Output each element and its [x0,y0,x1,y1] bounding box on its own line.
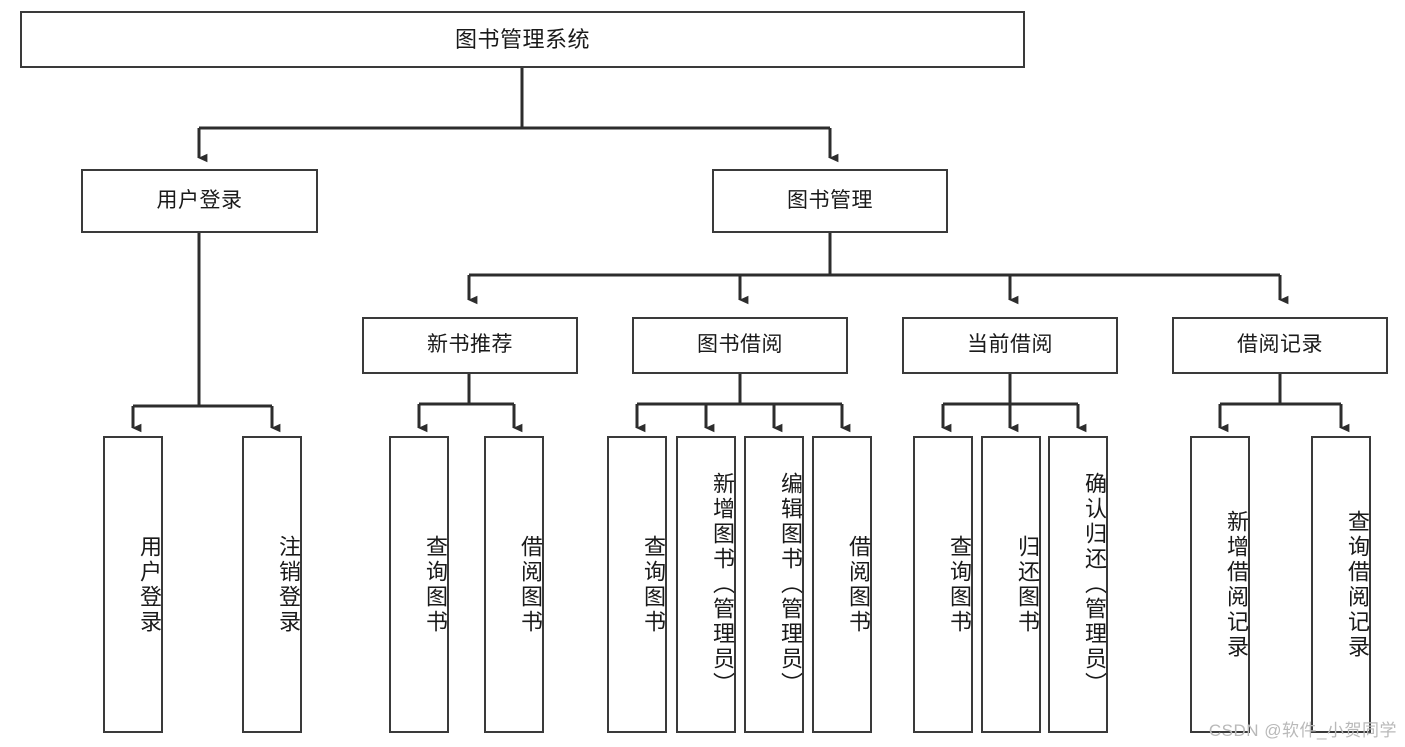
node-leaf-user-login-label: 用户登录 [137,534,162,635]
csdn-watermark: CSDN @软件_小贺同学 [1208,721,1397,740]
node-root-label: 图书管理系统 [454,26,590,52]
node-leaf-query-book-2-label: 查询图书 [641,534,666,635]
node-leaf-confirm-return[interactable]: 确认归还（管理员） [1048,436,1108,733]
node-leaf-borrow-book-2[interactable]: 借阅图书 [812,436,872,733]
node-leaf-confirm-return-label: 确认归还（管理员） [1082,472,1107,697]
node-leaf-query-book-1-label: 查询图书 [423,534,448,635]
node-leaf-borrow-book-1[interactable]: 借阅图书 [484,436,544,733]
node-leaf-return-book[interactable]: 归还图书 [981,436,1041,733]
node-leaf-borrow-book-2-label: 借阅图书 [846,534,871,635]
node-leaf-query-book-3[interactable]: 查询图书 [913,436,973,733]
node-current-borrow[interactable]: 当前借阅 [902,317,1118,374]
node-current-borrow-label: 当前借阅 [967,333,1053,357]
node-leaf-query-book-2[interactable]: 查询图书 [607,436,667,733]
node-leaf-user-login[interactable]: 用户登录 [103,436,163,733]
node-borrow-record[interactable]: 借阅记录 [1172,317,1388,374]
node-book-manage[interactable]: 图书管理 [712,169,948,233]
node-new-book-rec[interactable]: 新书推荐 [362,317,578,374]
node-new-book-rec-label: 新书推荐 [427,333,513,357]
node-borrow-record-label: 借阅记录 [1237,333,1323,357]
node-leaf-add-book[interactable]: 新增图书（管理员） [676,436,736,733]
node-leaf-add-record[interactable]: 新增借阅记录 [1190,436,1250,733]
node-leaf-query-book-1[interactable]: 查询图书 [389,436,449,733]
node-user-login-label: 用户登录 [156,188,243,212]
node-leaf-add-record-label: 新增借阅记录 [1224,509,1249,660]
node-leaf-edit-book-label: 编辑图书（管理员） [778,472,803,697]
node-user-login[interactable]: 用户登录 [81,169,318,233]
node-book-borrow[interactable]: 图书借阅 [632,317,848,374]
node-book-borrow-label: 图书借阅 [697,333,783,357]
node-leaf-add-book-label: 新增图书（管理员） [710,472,735,697]
node-leaf-logout[interactable]: 注销登录 [242,436,302,733]
node-book-manage-label: 图书管理 [787,188,873,212]
node-leaf-query-book-3-label: 查询图书 [947,534,972,635]
node-leaf-query-record[interactable]: 查询借阅记录 [1311,436,1371,733]
node-leaf-query-record-label: 查询借阅记录 [1345,509,1370,660]
node-leaf-logout-label: 注销登录 [276,534,301,635]
node-leaf-edit-book[interactable]: 编辑图书（管理员） [744,436,804,733]
node-leaf-return-book-label: 归还图书 [1015,534,1040,635]
node-root[interactable]: 图书管理系统 [20,11,1025,68]
node-leaf-borrow-book-1-label: 借阅图书 [518,534,543,635]
